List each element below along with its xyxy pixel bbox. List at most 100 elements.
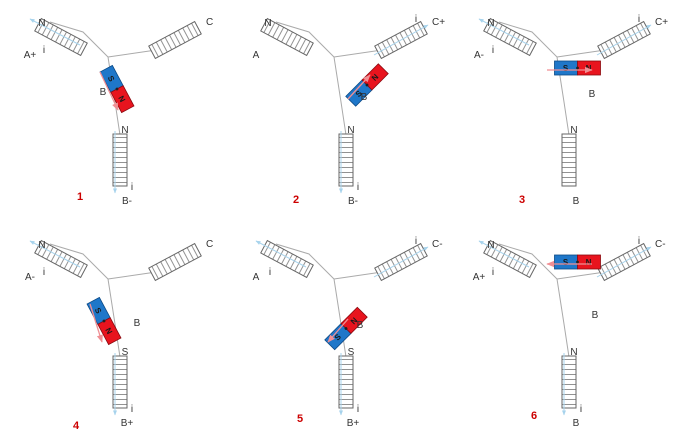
rotor-north-label: N	[586, 258, 592, 267]
current-arrow-a	[478, 18, 530, 46]
coil-b-phase-label: B	[573, 196, 580, 207]
coil-b-phase-label: B+	[347, 418, 360, 429]
step-number: 5	[297, 413, 303, 425]
coil-a	[260, 17, 314, 57]
rotor-magnet: SN	[324, 306, 368, 351]
step-number: 3	[519, 194, 525, 206]
coil-winding	[561, 355, 577, 409]
current-arrow-a	[29, 18, 81, 46]
rotation-arrow	[327, 318, 349, 343]
rotor-axis-dot	[344, 327, 348, 330]
rotation-arrow	[347, 74, 371, 100]
coil-a-phase-label: A	[253, 272, 260, 283]
coil-c-current-label: i	[415, 236, 417, 247]
coil-b-pole-label: N	[121, 125, 128, 136]
rotor-label: B	[592, 310, 599, 321]
coil-a-phase-label: A+	[473, 272, 486, 283]
coil-c-phase-label: C	[206, 239, 213, 250]
coil-a-phase-label: A-	[25, 272, 35, 283]
coil-b-current-label: i	[357, 404, 359, 415]
rotor-axis-dot	[102, 319, 106, 323]
rotor-magnet: SN	[345, 63, 389, 107]
rotor-magnet: SN	[86, 296, 122, 346]
wire-b	[333, 56, 347, 136]
coil-b	[338, 133, 354, 187]
rotor-axis-dot	[576, 66, 579, 70]
coil-winding	[148, 20, 202, 60]
rotor-axis-dot	[365, 83, 369, 87]
coil-winding	[338, 355, 354, 409]
step-number: 1	[77, 191, 83, 203]
wire-a	[49, 21, 109, 58]
coil-a-current-label: i	[269, 267, 271, 278]
coil-c-current-label: i	[638, 14, 640, 25]
coil-c-current-label: i	[638, 236, 640, 247]
coil-a-pole-label: N	[38, 240, 45, 251]
coil-b-pole-label: N	[347, 125, 354, 136]
coil-a-current-label: i	[43, 45, 45, 56]
current-arrow-c	[373, 246, 429, 278]
coil-c	[148, 242, 202, 282]
coil-c-current-label: i	[415, 14, 417, 25]
rotor-north-label: N	[349, 316, 360, 327]
coil-b-current-label: i	[580, 404, 582, 415]
coil-a-pole-label: N	[38, 18, 45, 29]
wire-a	[498, 243, 558, 280]
coil-b	[112, 133, 128, 187]
rotor-north-label: N	[586, 64, 592, 73]
rotor-south-label: S	[354, 88, 365, 99]
rotor-south-label: S	[93, 306, 104, 316]
current-arrow-a	[255, 240, 307, 268]
coil-c-phase-label: C	[206, 17, 213, 28]
wire-a	[275, 21, 335, 58]
coil-winding	[260, 17, 314, 57]
rotor-axis-dot	[576, 260, 579, 264]
current-arrow-a	[478, 240, 530, 268]
coil-b	[112, 355, 128, 409]
coil-a-phase-label: A	[253, 50, 260, 61]
coil-a-pole-label: N	[487, 18, 494, 29]
coil-c-phase-label: C+	[655, 17, 668, 28]
coil-a-current-label: i	[492, 267, 494, 278]
coil-b-pole-label: N	[570, 125, 577, 136]
rotor-label: B	[357, 320, 364, 331]
step-number: 2	[293, 194, 299, 206]
coil-winding	[112, 133, 128, 187]
wire-a	[498, 21, 558, 58]
wire-b	[107, 278, 121, 358]
current-arrow-c	[596, 24, 652, 56]
rotor-label: B	[134, 318, 141, 329]
wire-a	[49, 243, 109, 280]
step-number: 4	[73, 420, 80, 432]
coil-b-current-label: i	[131, 182, 133, 193]
coil-b-pole-label: S	[122, 347, 129, 358]
coil-c-phase-label: C-	[432, 239, 443, 250]
rotation-arrow	[89, 303, 103, 343]
rotor-label: B	[361, 92, 368, 103]
coil-b-phase-label: B-	[122, 196, 132, 207]
wire-b	[556, 278, 570, 358]
rotor-south-label: S	[563, 64, 569, 73]
coil-b-current-label: i	[131, 404, 133, 415]
wire-a	[275, 243, 335, 280]
rotor-label: B	[589, 89, 596, 100]
coil-b-pole-label: N	[570, 347, 577, 358]
coil-winding	[338, 133, 354, 187]
coil-c-phase-label: C-	[655, 239, 666, 250]
coil-b	[338, 355, 354, 409]
coil-winding	[112, 355, 128, 409]
coil-b	[561, 133, 577, 187]
rotor-north-label: N	[116, 94, 127, 104]
coil-b-phase-label: B+	[121, 418, 134, 429]
rotor-label: B	[100, 87, 107, 98]
coil-c-phase-label: C+	[432, 17, 445, 28]
coil-winding	[148, 242, 202, 282]
coil-a-pole-label: N	[264, 18, 271, 29]
